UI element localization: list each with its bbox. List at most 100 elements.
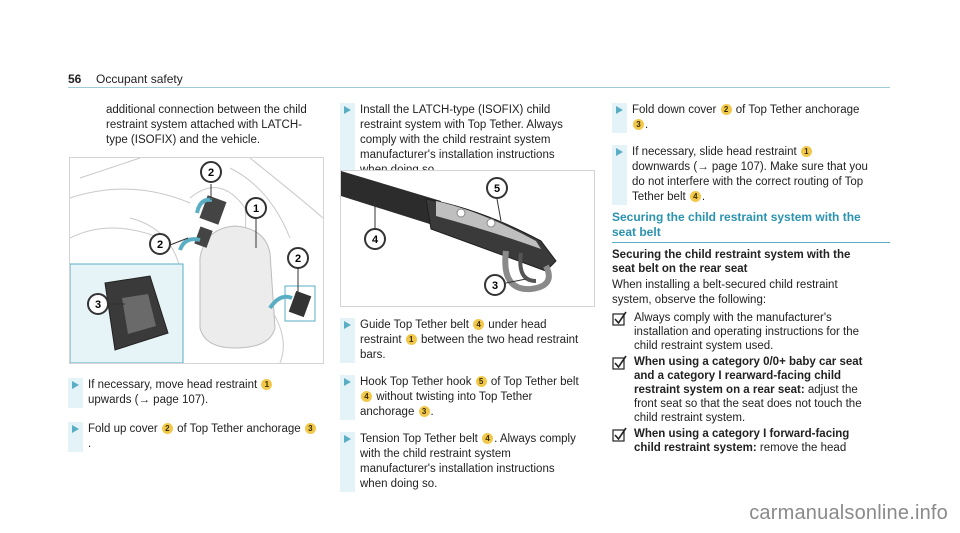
step-text: Install the LATCH-type (ISOFIX) child re… [360,104,563,176]
intro-line: type (ISOFIX) and the vehicle. [106,134,261,146]
step-bar [340,375,355,420]
header-rule [68,87,890,88]
step-hook-belt: Hook Top Tether hook 5 of Top Tether bel… [340,375,584,420]
ref-badge: 4 [473,319,485,331]
step-text: . [645,119,649,131]
step-text: between the two head restraint bars. [360,334,579,361]
checklist-text: adjust the front seat so that the seat d… [634,384,862,424]
checklist-text: remove the head [756,442,847,454]
step-text: If necessary, move head restraint [88,379,261,391]
step-text: Guide Top Tether belt [360,319,473,331]
callout-badge: 3 [484,274,506,296]
step-text: . [430,406,434,418]
step-guide-belt: Guide Top Tether belt 4 under head restr… [340,318,584,363]
cover-detail-right [288,290,312,318]
step-text: Hook Top Tether hook [360,376,475,388]
step-arrow-icon [344,435,351,443]
step-text: of Top Tether anchorage [732,104,860,116]
checkbox-icon [612,355,627,370]
intro-line: additional connection between the child [106,104,307,116]
step-text: downwards (→ page 107). Make sure that y… [632,161,868,203]
section-title: Occupant safety [96,72,183,86]
checklist-item: When using a category 0/0+ baby car seat… [612,355,874,425]
checklist-item: When using a category I forward-facing c… [612,427,874,455]
ref-badge: 3 [304,423,316,435]
checklist-item: Always comply with the manufacturer's in… [612,311,874,353]
step-arrow-icon [344,378,351,386]
callout-label: 2 [157,239,163,251]
ref-badge: 1 [405,334,417,346]
head-restraint-illustration: 2 1 2 2 3 [70,158,323,363]
callout-badge: 2 [149,233,171,255]
step-bar [340,318,355,363]
section-rule [612,242,890,243]
ref-badge: 3 [633,119,644,131]
step-move-head-restraint: If necessary, move head restraint 1 upwa… [68,378,318,408]
paragraph: When installing a belt-secured child res… [612,279,838,306]
step-bar [340,103,355,178]
figure-top-tether: 5 4 3 [340,170,595,307]
ref-badge: 1 [261,379,273,391]
callout-badge: 3 [87,293,109,315]
fold-arrow-icon [195,197,213,214]
checkbox-icon [612,311,627,326]
callout-label: 2 [295,253,301,265]
step-text: of Top Tether belt [487,376,579,388]
step-arrow-icon [616,148,623,156]
ref-badge: 5 [475,376,487,388]
checklist-bold-text: When using a category I forward-facing c… [634,428,850,454]
callout-badge: 1 [245,197,267,219]
fold-arrow-icon [268,294,293,310]
ref-badge: 1 [800,146,812,158]
callout-badge: 2 [287,247,309,269]
ref-badge: 4 [482,433,494,445]
callout-badge: 4 [364,228,386,250]
step-fold-down-cover: Fold down cover 2 of Top Tether anchorag… [612,103,872,133]
step-text: Tension Top Tether belt [360,433,482,445]
callout-label: 4 [372,234,379,246]
callout-badge: 2 [200,161,222,183]
ref-badge: 4 [689,191,701,203]
subheading: Securing the child restraint system with… [612,249,851,275]
ref-badge: 2 [720,104,732,116]
step-arrow-icon [344,321,351,329]
step-bar [68,422,83,452]
step-arrow-icon [72,381,79,389]
checklist-bold-text: When using a category 0/0+ baby car seat… [634,356,863,396]
ref-badge: 4 [361,391,372,403]
page-number: 56 [68,72,82,86]
figure-head-restraint: 2 1 2 2 3 [69,157,324,364]
checkbox-icon [612,427,627,442]
step-install-latch: Install the LATCH-type (ISOFIX) child re… [340,103,584,178]
anchorage-loop [502,250,552,293]
step-text: . Always comply with the child restraint… [360,433,576,490]
step-bar [340,432,355,492]
cover-detail-frame [284,285,316,322]
figure1-callouts: 2 1 2 2 3 [87,161,309,315]
intro-text: additional connection between the child … [106,103,336,148]
callout-badge: 5 [486,177,508,199]
step-arrow-icon [344,106,351,114]
callout-label: 1 [253,203,259,215]
step-bar [612,145,627,205]
callout-label: 2 [208,167,214,179]
step-bar [68,378,83,408]
cover-detail-left [194,226,213,248]
step-text: Fold down cover [632,104,720,116]
step-text: upwards (→ page 107). [88,394,209,406]
ref-badge: 3 [418,406,430,418]
step-arrow-icon [72,425,79,433]
tether-belt-strap [341,171,441,226]
callout-label: 3 [95,299,101,311]
step-text: Fold up cover [88,423,161,435]
callout-label: 5 [494,183,500,195]
step-bar [612,103,627,133]
step-tension-belt: Tension Top Tether belt 4. Always comply… [340,432,584,492]
section-heading: Securing the child restraint system with… [612,210,861,239]
cover-detail-top [199,195,227,225]
watermark: carmanualsonline.info [749,502,948,524]
anchorage-slot [122,294,156,334]
step-fold-up-cover: Fold up cover 2 of Top Tether anchorage … [68,422,318,452]
figure2-callouts: 5 4 3 [364,177,508,296]
intro-line: restraint system attached with LATCH- [106,119,302,131]
